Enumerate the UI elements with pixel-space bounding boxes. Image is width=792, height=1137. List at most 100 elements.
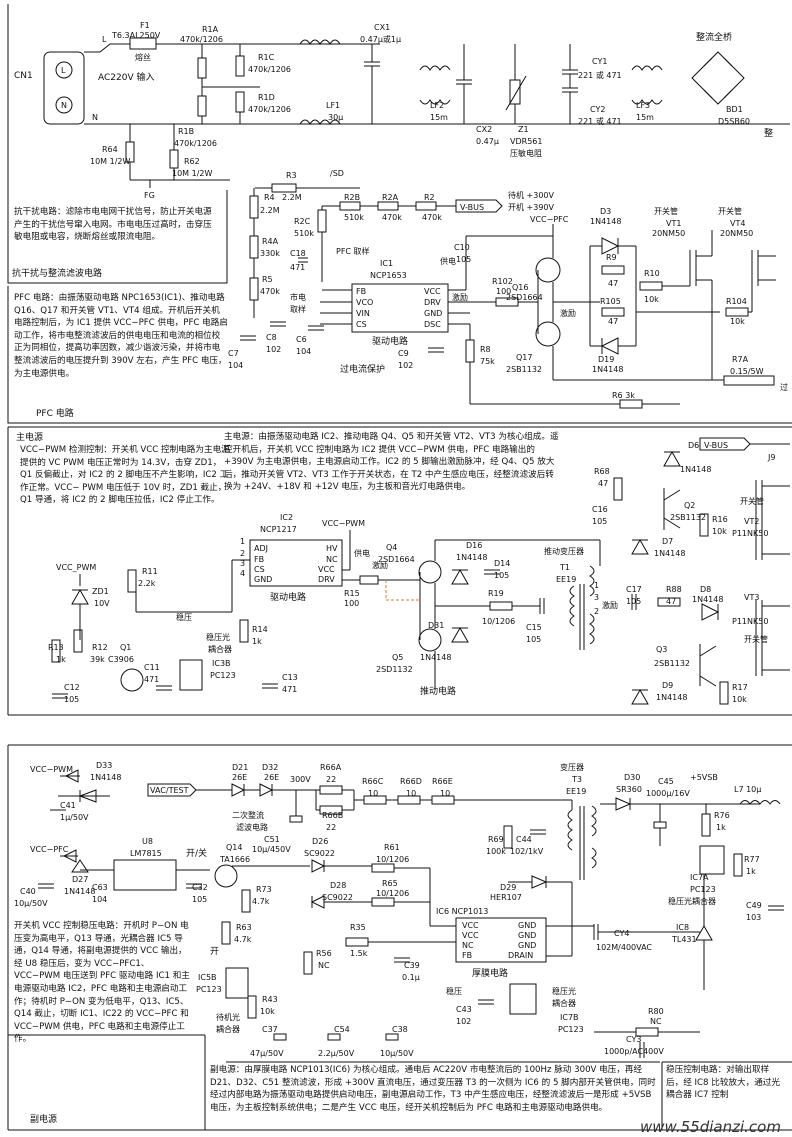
component-label-cs: CS — [356, 320, 367, 329]
component-label-d16v: 1N4148 — [456, 553, 487, 562]
component-label-ovp: 过电流保护 — [340, 363, 385, 375]
component-label-push: 推动电路 — [420, 685, 456, 697]
standby-section-title: 副电源 — [30, 1113, 57, 1125]
component-label-drain: DRAIN — [508, 951, 533, 960]
component-label-ic7an: 稳压光耦合器 — [668, 896, 716, 906]
component-label-r13v: 1k — [56, 655, 66, 664]
component-label-f1: F1 — [140, 21, 150, 30]
component-label-r61: R61 — [384, 843, 400, 852]
component-label-r66ev: 10 — [440, 789, 450, 798]
component-label-l2: L — [102, 35, 107, 44]
component-label-c40v: 10μ/50V — [14, 899, 48, 908]
component-label-r4v: 2.2M — [260, 206, 280, 215]
component-label-q5: Q5 — [392, 653, 403, 662]
component-label-vcc2: VCC — [318, 565, 335, 574]
component-label-c8: C8 — [266, 333, 277, 342]
component-label-d30: D30 — [624, 773, 640, 782]
component-label-r17v: 10k — [732, 695, 747, 704]
section-frames — [7, 4, 792, 1131]
component-label-cs2: CS — [254, 565, 265, 574]
component-label-r73: R73 — [256, 885, 272, 894]
component-label-zd1: ZD1 — [92, 587, 109, 596]
component-label-d8: D8 — [700, 585, 711, 594]
component-label-v300: 300V — [290, 775, 311, 784]
component-label-d14: D14 — [494, 559, 510, 568]
component-label-vin: VIN — [356, 309, 370, 318]
component-label-j9: J9 — [767, 453, 775, 462]
component-label-c51v: 10μ/450V — [252, 845, 291, 854]
component-label-r68: R68 — [594, 467, 610, 476]
component-label-r13: R13 — [48, 643, 64, 652]
component-label-d32: D32 — [262, 763, 278, 772]
component-label-d16: D16 — [466, 541, 482, 550]
component-label-c32v: 105 — [192, 895, 207, 904]
component-label-vbus: V-BUS — [460, 203, 484, 212]
component-label-r2cv: 510k — [294, 229, 314, 238]
component-label-vt2: VT2 — [744, 517, 759, 526]
component-label-c7: C7 — [228, 349, 239, 358]
component-label-vt3: VT3 — [744, 593, 759, 602]
component-label-cy3: CY3 — [626, 1035, 641, 1044]
component-label-n1: 1 — [594, 581, 599, 590]
component-label-vt4v: 20NM50 — [720, 229, 753, 238]
component-label-bcut: 整 — [764, 127, 773, 139]
standby-power-circuit: VCC−PWM D33 1N4148 C41 1μ/50V D21 26E D3… — [14, 761, 784, 1063]
component-label-vt4: VT4 — [730, 219, 745, 228]
component-label-vt2v: P11NK50 — [732, 529, 768, 538]
component-label-c18v: 471 — [290, 263, 305, 272]
component-label-r2b: R2B — [344, 193, 360, 202]
component-label-r2v: 470k — [422, 213, 442, 222]
component-label-r15v: 100 — [344, 599, 359, 608]
component-label-pfcs: PFC 取样 — [336, 246, 370, 256]
component-label-lf2v: 15m — [430, 113, 448, 122]
component-label-bridge: 整流全桥 — [696, 31, 732, 43]
component-label-fg: FG — [144, 191, 155, 200]
component-label-r73v: 4.7k — [252, 897, 270, 906]
component-label-sd: /SD — [330, 169, 344, 178]
component-label-d29: D29 — [500, 883, 516, 892]
component-label-nc: NC — [326, 555, 338, 564]
component-label-z1n: 压敏电阻 — [510, 148, 542, 158]
main-power-note: 主电源：由振荡驱动电路 IC2、推动电路 Q4、Q5 和开关管 VT2、VT3 … — [224, 432, 559, 493]
component-label-bd1: BD1 — [726, 105, 743, 114]
component-label-d19v: 1N4148 — [592, 365, 623, 374]
component-label-vcc: VCC — [424, 287, 441, 296]
pfc-note: PFC 电路：由振荡驱动电路 NPC1653(IC1)、推动电路 Q16、Q17… — [14, 293, 228, 379]
component-label-r88v: 47 — [666, 597, 676, 606]
component-label-r77v: 1k — [746, 867, 756, 876]
component-label-vccpwm: VCC−PWM — [322, 519, 365, 528]
component-label-r105: R105 — [600, 297, 621, 306]
component-label-r2: R2 — [424, 193, 435, 202]
component-label-opto: 稳压光 — [206, 632, 230, 642]
component-label-r2bv: 510k — [344, 213, 364, 222]
component-label-d21v: 26E — [232, 773, 247, 782]
component-label-n: N — [61, 101, 67, 110]
component-label-c38v: 10μ/50V — [380, 1049, 414, 1058]
component-label-d19: D19 — [598, 355, 614, 364]
component-label-vt1v: 20NM50 — [652, 229, 685, 238]
component-label-d26: D26 — [312, 837, 328, 846]
component-label-r12: R12 — [92, 643, 108, 652]
component-label-d33: D33 — [96, 761, 112, 770]
component-label-q1: Q1 — [120, 643, 131, 652]
component-label-c54v: 2.2μ/50V — [318, 1049, 355, 1058]
component-label-q14v: TA1666 — [219, 855, 250, 864]
component-label-r11v: 2.2k — [138, 579, 156, 588]
component-label-ic3bv: PC123 — [210, 671, 236, 680]
component-label-u8: U8 — [142, 837, 153, 846]
component-label-d31v: 1N4148 — [420, 653, 451, 662]
on-off-control-note: 开关机 VCC 控制稳压电路：开机时 P−ON 电压变为高电平，Q13 导通，光… — [14, 921, 190, 1045]
component-label-ic7bv: PC123 — [558, 1025, 584, 1034]
component-label-n2: 2 — [594, 607, 599, 616]
component-label-r76: R76 — [714, 811, 730, 820]
component-label-q3: Q3 — [656, 645, 667, 654]
component-label-c43: C43 — [456, 1005, 472, 1014]
component-label-mains2: 取样 — [290, 304, 306, 314]
component-label-ic6: IC6 NCP1013 — [436, 907, 488, 916]
component-label-reg: 稳压 — [176, 612, 192, 622]
component-label-d6v: 1N4148 — [680, 465, 711, 474]
component-label-d9v: 1N4148 — [656, 693, 687, 702]
component-label-c17v: 105 — [626, 597, 641, 606]
component-label-gnd6b: GND — [518, 931, 536, 940]
component-label-r80: R80 — [648, 1007, 664, 1016]
